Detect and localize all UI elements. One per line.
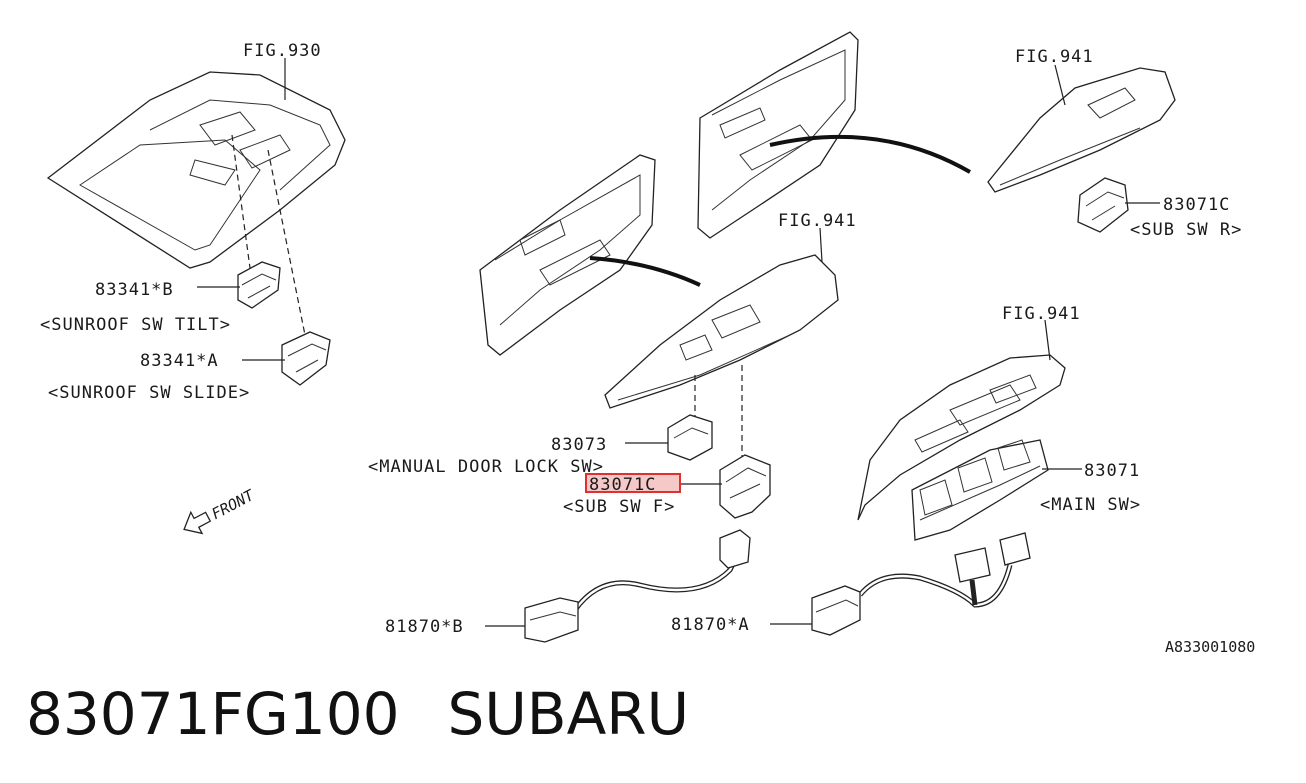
front-label: FRONT <box>209 486 258 524</box>
part-83073-label[interactable]: 83073 <box>551 435 607 455</box>
main-switch[interactable] <box>911 439 1049 541</box>
fig941-main-label[interactable]: FIG.941 <box>1002 304 1081 324</box>
sunroof-slide-label: <SUNROOF SW SLIDE> <box>48 383 250 403</box>
fig930-label[interactable]: FIG.930 <box>243 41 322 61</box>
part-81870a-label[interactable]: 81870*A <box>671 615 750 635</box>
part-83071c-r-label[interactable]: 83071C <box>1163 195 1230 215</box>
diagram-code: A833001080 <box>1165 638 1255 656</box>
fig941-right-label[interactable]: FIG.941 <box>1015 47 1094 67</box>
highlight-box <box>585 473 681 493</box>
harness-81870b[interactable] <box>524 529 751 643</box>
sunroof-tilt-switch[interactable] <box>237 261 281 309</box>
part-83341a-label[interactable]: 83341*A <box>140 351 219 371</box>
fig941-center-label[interactable]: FIG.941 <box>778 211 857 231</box>
manual-door-lock-switch[interactable] <box>667 414 713 461</box>
front-arrow: FRONT <box>183 486 258 535</box>
part-81870b-label[interactable]: 81870*B <box>385 617 464 637</box>
part-83071-label[interactable]: 83071 <box>1084 461 1140 481</box>
manual-door-lock-label: <MANUAL DOOR LOCK SW> <box>368 457 604 477</box>
main-sw-label: <MAIN SW> <box>1040 495 1141 515</box>
overhead-console <box>46 58 346 269</box>
sub-switch-f[interactable] <box>719 454 771 519</box>
sub-switch-r[interactable] <box>1077 177 1129 233</box>
front-passenger-switch-panel <box>604 254 839 409</box>
sunroof-slide-switch[interactable] <box>281 331 331 386</box>
sunroof-tilt-label: <SUNROOF SW TILT> <box>40 315 231 335</box>
harness-81870a[interactable] <box>811 532 1031 636</box>
caption-brand: SUBARU <box>447 680 690 748</box>
sub-sw-f-label: <SUB SW F> <box>563 497 675 517</box>
rear-switch-panel <box>987 67 1176 193</box>
sub-sw-r-label: <SUB SW R> <box>1130 220 1242 240</box>
part-caption: 83071FG100 SUBARU <box>26 680 737 748</box>
part-83341b-label[interactable]: 83341*B <box>95 280 174 300</box>
caption-part-number: 83071FG100 <box>26 680 400 748</box>
driver-switch-panel <box>857 354 1066 521</box>
part-83071c-f-label[interactable]: 83071C <box>589 475 656 495</box>
front-door-trim <box>479 154 656 356</box>
